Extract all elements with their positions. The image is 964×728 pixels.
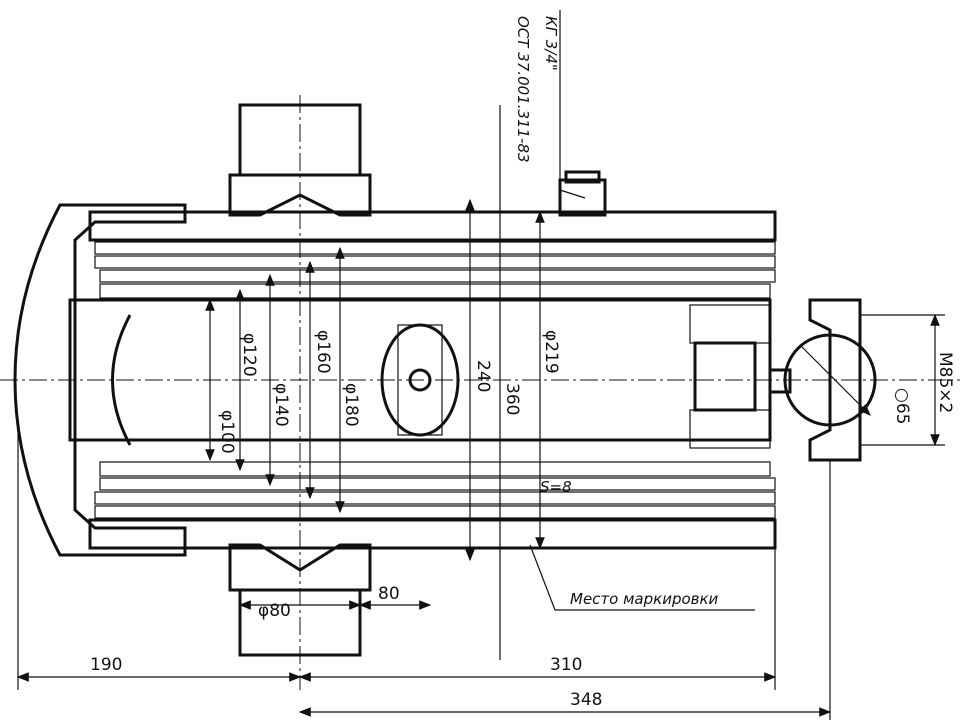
dim-d160: φ160 (313, 330, 333, 374)
dim-360: 360 (502, 383, 522, 415)
dim-d180: φ180 (341, 383, 361, 427)
marking-place-label: Место маркировки (570, 590, 719, 608)
dim-240: 240 (473, 360, 493, 392)
dim-d219: φ219 (541, 330, 561, 374)
inner-plunger (68, 298, 772, 449)
telescopic-stages-upper (94, 241, 776, 299)
dim-d80: φ80 (258, 601, 291, 621)
leader-lines (529, 10, 755, 611)
oil-fitting (558, 170, 607, 217)
dim-ball65: ○65 (892, 388, 912, 424)
dim-thread: M85×2 (935, 352, 955, 413)
dim-d100: φ100 (217, 410, 237, 454)
dim-80: 80 (378, 584, 400, 604)
centerlines (0, 95, 960, 690)
fitting-label-1: КГ 3/4" (542, 16, 560, 71)
dim-190: 190 (90, 655, 122, 675)
dim-s8: S=8 (540, 478, 572, 496)
dim-348: 348 (570, 690, 602, 710)
dim-d120: φ120 (239, 333, 259, 377)
diameter-dim-lines (205, 105, 940, 660)
dim-d140: φ140 (271, 383, 291, 427)
fitting-label-2: ОСТ 37.001.311-83 (514, 16, 532, 163)
length-dim-lines (16, 314, 945, 720)
telescopic-stages-lower (94, 461, 776, 519)
outer-cylinder (88, 210, 777, 550)
dim-310: 310 (550, 655, 582, 675)
